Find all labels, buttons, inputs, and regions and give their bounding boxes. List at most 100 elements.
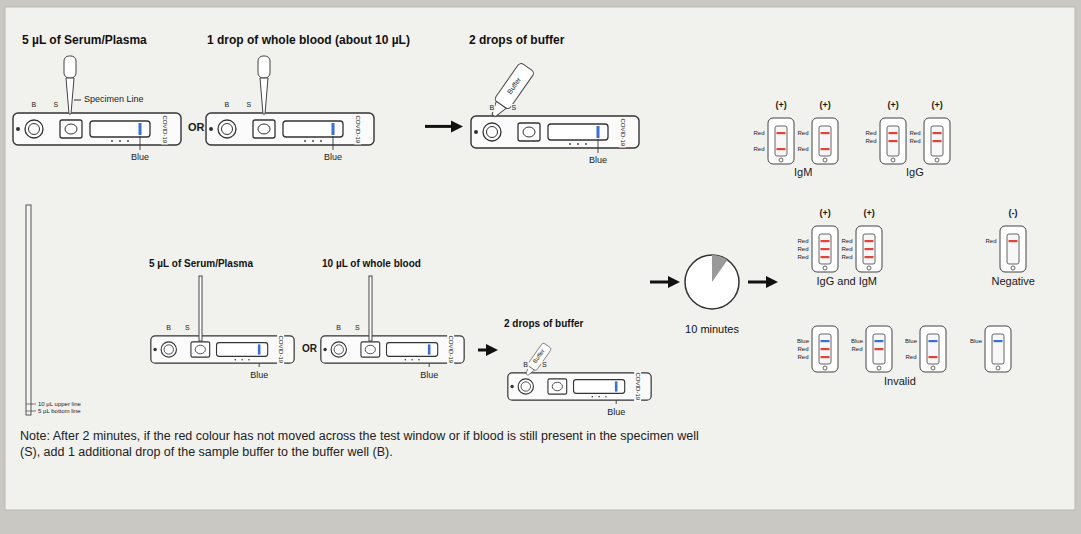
- art-g: [985, 326, 1011, 372]
- art-rect: [933, 140, 942, 142]
- art-rect: [889, 132, 898, 134]
- callout-label: Red: [798, 130, 809, 137]
- art-rect: [887, 126, 899, 156]
- callout-label: OR: [188, 121, 205, 133]
- buffer-bottle: [523, 342, 552, 377]
- test-cassette: [13, 113, 181, 145]
- art-rect: [927, 334, 939, 364]
- arrow-head: [486, 344, 498, 356]
- art-circle: [996, 366, 1000, 370]
- callout-label: (+): [932, 101, 943, 111]
- art-circle: [931, 366, 935, 370]
- art-rect: [64, 56, 76, 78]
- timer-text: 10 minutes: [685, 323, 739, 336]
- art-rect: [1007, 234, 1019, 264]
- art-rect: [933, 132, 942, 134]
- step-heading: 1 drop of whole blood (about 10 µL): [207, 34, 410, 48]
- callout-label: 5 µL bottom line: [38, 408, 81, 415]
- callout-label: S: [246, 101, 253, 109]
- art-rect: [929, 356, 938, 358]
- rotated-label: COVID-19: [634, 371, 641, 401]
- art-g: [856, 226, 882, 272]
- art-rect: [865, 256, 874, 258]
- measuring-pipette: [26, 205, 36, 415]
- callout-label: S: [511, 104, 518, 112]
- art-rect: [865, 240, 874, 242]
- callout-label: (+): [820, 209, 831, 219]
- step-heading: 2 drops of buffer: [469, 34, 564, 48]
- art-rect: [994, 340, 1003, 342]
- callout-label: Red: [842, 254, 853, 261]
- arrow-head: [451, 120, 463, 132]
- flow-arrow: [425, 120, 463, 132]
- art-circle: [823, 366, 827, 370]
- art-rect: [775, 126, 787, 156]
- flow-arrow: [478, 344, 498, 356]
- art-rect: [866, 326, 892, 372]
- callout-label: Blue: [851, 338, 863, 345]
- art-rect: [875, 348, 884, 350]
- art-rect: [992, 334, 1004, 364]
- art-rect: [777, 148, 786, 150]
- callout-label: (+): [820, 101, 831, 111]
- callout-label: B: [335, 324, 342, 332]
- test-cassette: [321, 336, 464, 363]
- capillary: [199, 276, 202, 341]
- callout-label: Red: [866, 130, 877, 137]
- callout-label: Red: [910, 138, 921, 145]
- arrow-shaft: [478, 349, 487, 352]
- callout-label: Red: [986, 238, 997, 245]
- callout-label: Blue: [797, 338, 809, 345]
- callout-label: B: [224, 101, 231, 109]
- callout-label: Blue: [131, 153, 149, 163]
- callout-label: Red: [910, 130, 921, 137]
- callout-label: Red: [798, 246, 809, 253]
- timer-dial: [685, 255, 739, 309]
- rotated-label: COVID-19: [162, 114, 169, 144]
- callout-label: S: [354, 324, 361, 332]
- art-rect: [819, 234, 831, 264]
- callout-label: 10 µL upper line: [38, 401, 81, 408]
- dropper: [258, 56, 270, 114]
- callout-label: Red: [798, 146, 809, 153]
- rotated-label: COVID-19: [277, 334, 284, 364]
- art-rect: [777, 132, 786, 134]
- art-line: [140, 136, 141, 150]
- art-rect: [819, 334, 831, 364]
- art-g: [880, 118, 906, 164]
- art-polygon: [766, 276, 778, 288]
- callout-label: Red: [754, 130, 765, 137]
- art-rect: [26, 205, 31, 415]
- leader-line: [74, 100, 81, 101]
- art-g: [924, 118, 950, 164]
- callout-label: Blue: [970, 338, 982, 345]
- timer-step: 10 minutes: [680, 250, 744, 336]
- art-line: [26, 411, 36, 412]
- art-path: [712, 255, 728, 282]
- callout-label: IgM: [794, 166, 812, 178]
- test-cassette: [508, 373, 651, 400]
- art-line: [26, 404, 36, 405]
- art-polygon: [260, 78, 268, 114]
- art-rect: [856, 226, 882, 272]
- callout-label: Red: [754, 146, 765, 153]
- callout-label: Blue: [324, 153, 342, 163]
- art-rect: [768, 118, 794, 164]
- art-rect: [821, 340, 830, 342]
- art-rect: [821, 240, 830, 242]
- art-circle: [685, 255, 739, 309]
- step-heading: 10 µL of whole blood: [322, 258, 421, 270]
- art-rect: [258, 56, 270, 78]
- callout-label: Red: [842, 238, 853, 245]
- callout-label: Red: [866, 138, 877, 145]
- art-rect: [812, 326, 838, 372]
- art-rect: [924, 118, 950, 164]
- callout-label: Red: [798, 254, 809, 261]
- capillary: [369, 276, 372, 341]
- art-line: [598, 139, 599, 153]
- art-rect: [527, 342, 552, 371]
- art-circle: [867, 266, 871, 270]
- art-g: [812, 226, 838, 272]
- art-rect: [863, 234, 875, 264]
